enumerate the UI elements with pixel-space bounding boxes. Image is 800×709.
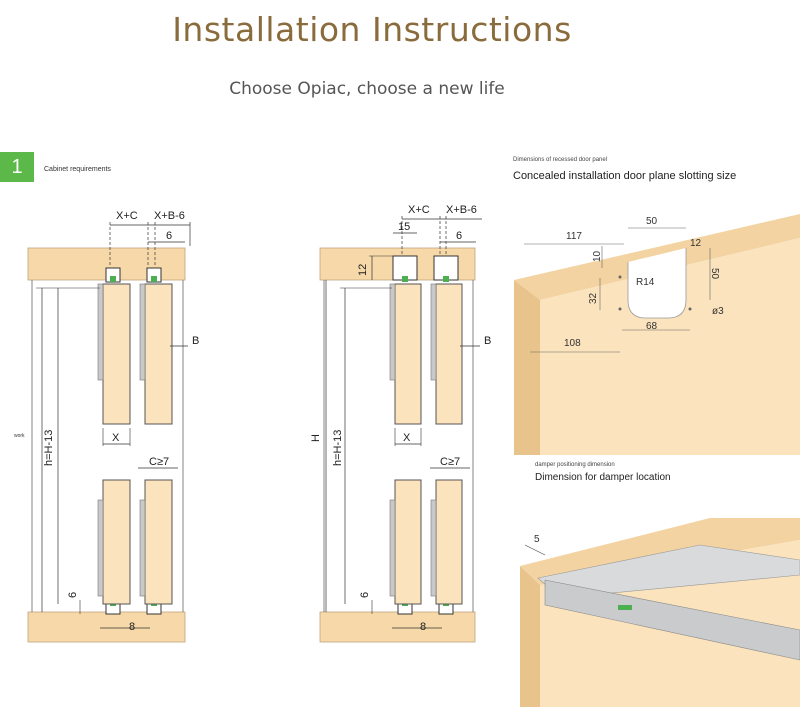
slot-dim-50-top: 50 <box>646 216 658 227</box>
mid-dim-8: 8 <box>420 621 426 633</box>
left-dim-height: h=H-13 <box>43 430 55 466</box>
left-dim-6-bottom: 6 <box>67 592 79 598</box>
slot-dim-12: 12 <box>690 238 702 249</box>
left-dim-x: X <box>112 432 120 444</box>
damper-location-title: Dimension for damper location <box>535 472 671 483</box>
mid-dim-6-top: 6 <box>456 230 462 242</box>
left-cabinet-diagram <box>27 222 191 643</box>
mid-dim-b: B <box>484 335 491 347</box>
damper-location-diagram <box>520 518 800 707</box>
recessed-panel-caption: Dimensions of recessed door panel <box>513 157 608 163</box>
mid-dim-6-bottom: 6 <box>359 592 371 598</box>
left-dim-gap: C≥7 <box>149 456 169 468</box>
slot-dim-dia3: ø3 <box>712 306 724 317</box>
step-number-badge: 1 <box>0 152 34 182</box>
left-dim-x-plus-c: X+C <box>116 210 138 222</box>
slot-dim-32: 32 <box>588 292 599 304</box>
page-subtitle: Choose Opiac, choose a new life <box>229 79 505 99</box>
page-title: Installation Instructions <box>172 10 572 49</box>
left-dim-x-plus-b-minus-6: X+B-6 <box>154 210 185 222</box>
slot-dim-10: 10 <box>592 250 603 262</box>
left-dim-6-top: 6 <box>166 230 172 242</box>
left-tiny-side-text: work <box>14 433 25 439</box>
mid-dim-x-plus-c: X+C <box>408 204 430 216</box>
damper-dim-5: 5 <box>534 534 540 545</box>
step-label: Cabinet requirements <box>44 166 111 173</box>
slot-dim-117: 117 <box>566 231 582 242</box>
slot-dim-r14: R14 <box>636 277 655 288</box>
mid-dim-12: 12 <box>357 264 369 276</box>
slot-dim-68: 68 <box>646 321 658 332</box>
mid-dim-gap: C≥7 <box>440 456 460 468</box>
slot-dim-50-right: 50 <box>709 268 720 280</box>
middle-cabinet-diagram <box>319 216 482 643</box>
mid-dim-x-plus-b-minus-6: X+B-6 <box>446 204 477 216</box>
mid-dim-15: 15 <box>398 221 410 233</box>
left-dim-b: B <box>192 335 199 347</box>
slotting-size-title: Concealed installation door plane slotti… <box>513 170 737 182</box>
mid-dim-x: X <box>403 432 411 444</box>
left-dim-8: 8 <box>129 621 135 633</box>
door-panel-slot-diagram <box>514 214 800 455</box>
slot-dim-108: 108 <box>564 338 581 349</box>
damper-caption: damper positioning dimension <box>535 462 615 468</box>
mid-dim-h-outer: H <box>310 434 322 442</box>
mid-dim-height: h=H-13 <box>332 430 344 466</box>
